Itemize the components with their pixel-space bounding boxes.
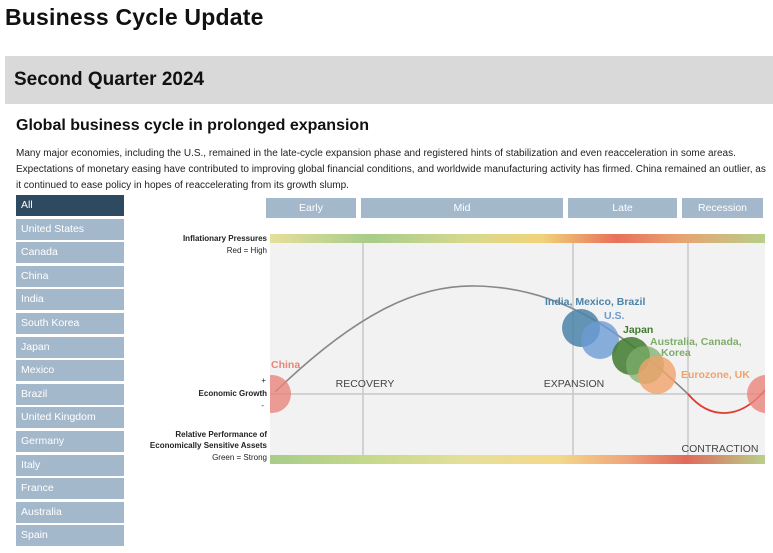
- assets-label-line1: Relative Performance of: [175, 430, 267, 439]
- eurozone-uk-label: Eurozone, UK: [681, 369, 750, 381]
- australia-canada-label: Australia, Canada,: [650, 336, 742, 348]
- country-item-japan[interactable]: Japan: [16, 336, 124, 358]
- recovery-label: RECOVERY: [336, 378, 395, 390]
- country-item-united-kingdom[interactable]: United Kingdom: [16, 407, 124, 429]
- inflation-label: Inflationary Pressures: [182, 234, 267, 243]
- growth-plus-label: +: [261, 376, 266, 385]
- assets-label-line2: Economically Sensitive Assets: [149, 441, 267, 450]
- korea-label: Korea: [661, 347, 691, 359]
- phase-late-button[interactable]: Late: [568, 198, 677, 218]
- expansion-label: EXPANSION: [544, 378, 605, 390]
- page-title: Business Cycle Update: [5, 4, 264, 30]
- phase-mid-button[interactable]: Mid: [361, 198, 563, 218]
- country-item-all[interactable]: All: [16, 195, 124, 216]
- growth-label: Economic Growth: [198, 389, 267, 398]
- country-list: All United States Canada China India Sou…: [16, 195, 124, 549]
- intro-paragraph: Many major economies, including the U.S.…: [16, 148, 766, 191]
- country-item-spain[interactable]: Spain: [16, 525, 124, 547]
- us-bubble[interactable]: [581, 321, 619, 359]
- assets-sub-label: Green = Strong: [212, 453, 267, 462]
- inflation-gradient-bar: [270, 234, 765, 243]
- country-item-canada[interactable]: Canada: [16, 242, 124, 264]
- recession-bubble[interactable]: [747, 375, 773, 413]
- country-item-germany[interactable]: Germany: [16, 430, 124, 452]
- us-label: U.S.: [604, 310, 625, 322]
- china-label: China: [271, 359, 300, 371]
- quarter-banner: Second Quarter 2024: [5, 56, 773, 104]
- country-item-italy[interactable]: Italy: [16, 454, 124, 476]
- section-headline: Global business cycle in prolonged expan…: [16, 117, 369, 134]
- phase-early-button[interactable]: Early: [266, 198, 356, 218]
- country-item-south-korea[interactable]: South Korea: [16, 312, 124, 334]
- country-item-france[interactable]: France: [16, 478, 124, 500]
- growth-minus-label: -: [261, 401, 264, 410]
- plot-background: [270, 243, 765, 455]
- phase-recession-button[interactable]: Recession: [682, 198, 763, 218]
- china-bubble[interactable]: [253, 375, 291, 413]
- india-mexico-brazil-label: India, Mexico, Brazil: [545, 296, 645, 308]
- country-item-mexico[interactable]: Mexico: [16, 360, 124, 382]
- country-item-australia[interactable]: Australia: [16, 501, 124, 523]
- country-item-china[interactable]: China: [16, 265, 124, 287]
- japan-label: Japan: [623, 324, 653, 336]
- assets-gradient-bar: [270, 455, 765, 464]
- quarter-title: Second Quarter 2024: [14, 69, 205, 90]
- inflation-sub-label: Red = High: [226, 246, 267, 255]
- country-item-india[interactable]: India: [16, 289, 124, 311]
- country-item-united-states[interactable]: United States: [16, 218, 124, 240]
- country-item-brazil[interactable]: Brazil: [16, 383, 124, 405]
- eurozone-uk-bubble[interactable]: [638, 356, 676, 394]
- contraction-label: CONTRACTION: [682, 443, 759, 455]
